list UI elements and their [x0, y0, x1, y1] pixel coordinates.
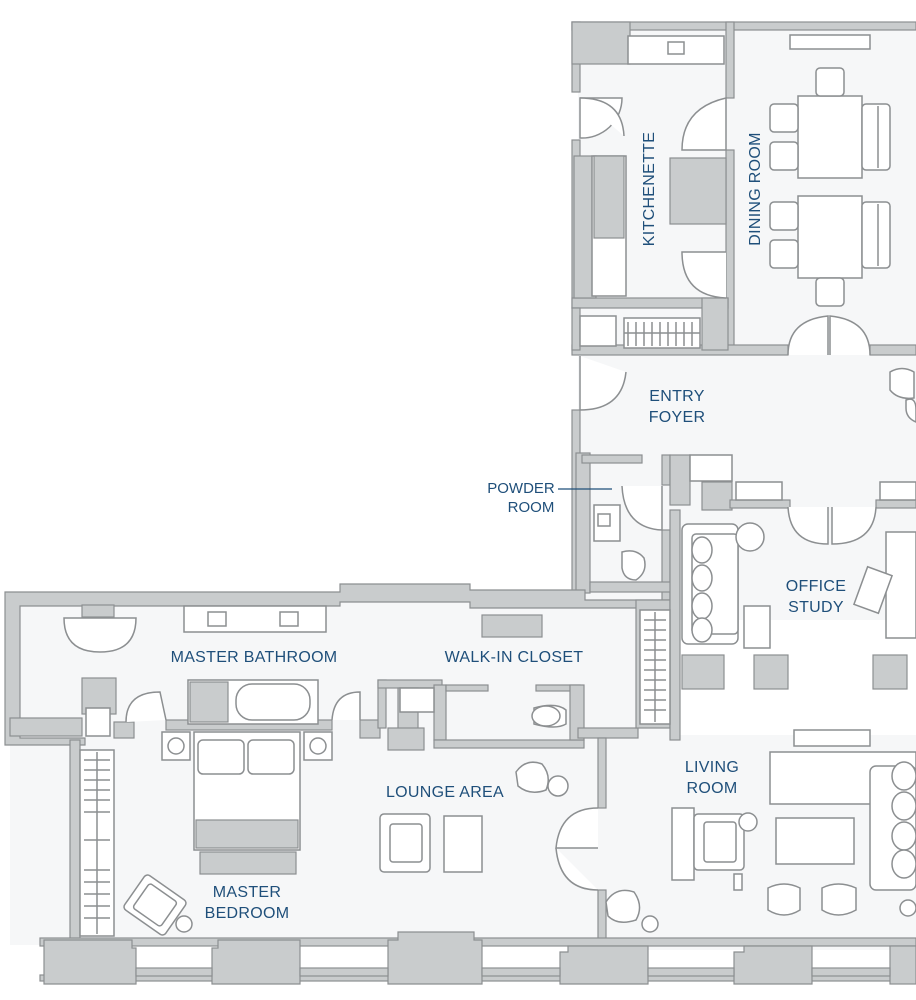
label-dining-room: DINING ROOM — [747, 132, 764, 246]
label-master-bathroom: MASTER BATHROOM — [171, 649, 338, 666]
shelf-lines — [624, 322, 700, 346]
label-office-study-line2: STUDY — [788, 599, 844, 616]
doors — [63, 97, 877, 891]
living-fixtures — [605, 729, 916, 933]
label-master-bedroom-line1: MASTER — [213, 884, 281, 901]
kitchenette-fixtures — [573, 35, 727, 349]
bathroom-fixtures — [85, 605, 327, 737]
powder-fixtures — [593, 367, 916, 581]
label-kitchenette: KITCHENETTE — [641, 132, 658, 246]
bedroom-fixtures — [79, 731, 333, 937]
label-walk-in-closet: WALK-IN CLOSET — [445, 649, 584, 666]
closet-shelf-lines — [644, 612, 666, 722]
label-lounge-area: LOUNGE AREA — [386, 784, 504, 801]
label-entry-foyer-line1: ENTRY — [649, 388, 704, 405]
closet-fixtures — [399, 609, 671, 728]
label-office-study-line1: OFFICE — [786, 578, 846, 595]
label-entry-foyer-line2: FOYER — [649, 409, 706, 426]
dining-fixtures — [769, 34, 891, 307]
lounge-fixtures — [379, 761, 569, 873]
wardrobe-lines — [84, 752, 110, 934]
label-powder-room-line1: POWDER — [487, 480, 555, 497]
office-fixtures — [681, 522, 916, 649]
label-living-room-line2: ROOM — [687, 780, 738, 797]
label-master-bedroom-line2: BEDROOM — [205, 905, 290, 922]
label-living-room-line1: LIVING — [685, 759, 739, 776]
label-powder-room-line2: ROOM — [508, 499, 555, 516]
room-labels: KITCHENETTE DINING ROOM ENTRY FOYER POWD… — [171, 132, 846, 922]
